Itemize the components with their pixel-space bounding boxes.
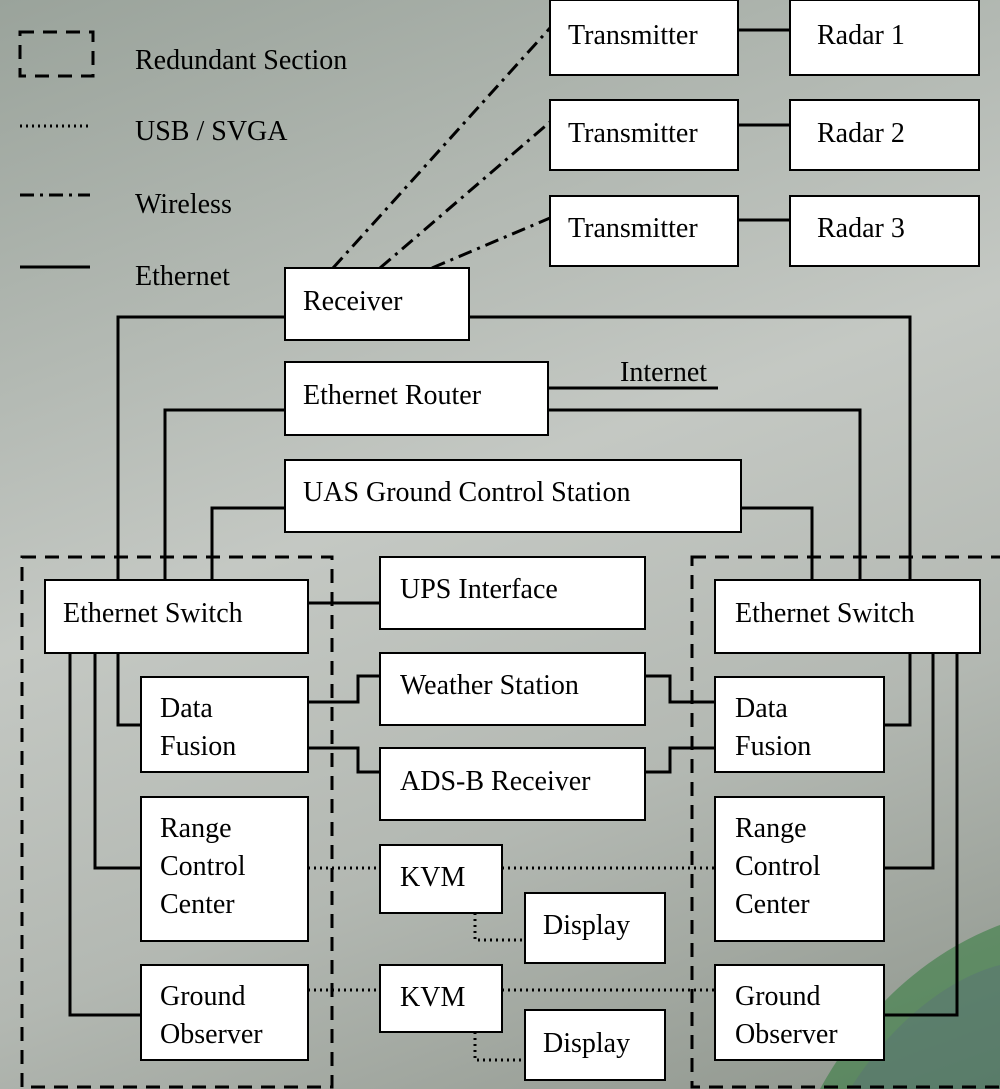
- display-2[interactable]: Display: [524, 1009, 666, 1081]
- ethernet-right-switch-ground-observer: [884, 653, 959, 1017]
- display-1-label: Display: [543, 910, 630, 941]
- adsb-receiver-label: ADS-B Receiver: [400, 766, 591, 797]
- kvm-2[interactable]: KVM: [379, 964, 503, 1033]
- wireless-link-1: [331, 26, 552, 270]
- weather-station-label: Weather Station: [400, 670, 579, 701]
- right-range-control-center-line-3: Center: [735, 889, 810, 920]
- right-data-fusion-line-2: Fusion: [735, 731, 811, 762]
- legend-usb-label: USB / SVGA: [135, 116, 288, 147]
- ethernet-adsb-right-fusion: [645, 746, 715, 774]
- right-range-control-center-label: Range Control Center: [735, 813, 828, 920]
- ethernet-router-left-switch: [163, 408, 285, 580]
- ethernet-adsb-left-fusion: [308, 746, 380, 774]
- ethernet-uas-left-switch: [210, 506, 285, 580]
- right-ground-observer-line-1: Ground: [735, 981, 821, 1012]
- right-ethernet-switch[interactable]: Ethernet Switch: [714, 579, 981, 654]
- ethernet-right-switch-data-fusion: [884, 653, 912, 727]
- transmitter-2[interactable]: Transmitter: [549, 99, 739, 171]
- left-ethernet-switch-label: Ethernet Switch: [63, 598, 243, 629]
- weather-station[interactable]: Weather Station: [379, 652, 646, 726]
- left-range-control-center[interactable]: Range Control Center: [140, 796, 309, 942]
- radar-3-label: Radar 3: [817, 213, 905, 244]
- ups-interface-label: UPS Interface: [400, 574, 558, 605]
- ethernet-left-switch-data-fusion: [116, 653, 141, 727]
- ethernet-right-switch-range-control: [884, 653, 935, 870]
- usb-kvm1-display1: [473, 913, 525, 942]
- left-data-fusion[interactable]: Data Fusion: [140, 676, 309, 773]
- ethernet-router-right-switch: [548, 408, 862, 580]
- ethernet-weather-right-fusion: [645, 674, 715, 704]
- left-data-fusion-line-1: Data: [160, 693, 213, 724]
- radar-3[interactable]: Radar 3: [789, 195, 980, 267]
- left-data-fusion-label: Data Fusion: [160, 693, 236, 762]
- right-range-control-center-line-1: Range: [735, 813, 807, 844]
- receiver[interactable]: Receiver: [284, 267, 470, 341]
- usb-kvm2-display2: [473, 1032, 525, 1062]
- ethernet-receiver-right-switch: [469, 315, 912, 580]
- left-data-fusion-line-2: Fusion: [160, 731, 236, 762]
- legend: Redundant Section USB / SVGA Wireless Et…: [18, 30, 347, 292]
- right-data-fusion-line-1: Data: [735, 693, 788, 724]
- kvm-1[interactable]: KVM: [379, 844, 503, 914]
- uas-ground-control-station[interactable]: UAS Ground Control Station: [284, 459, 742, 533]
- left-ground-observer-line-2: Observer: [160, 1019, 263, 1050]
- left-range-control-center-line-3: Center: [160, 889, 235, 920]
- ups-interface[interactable]: UPS Interface: [379, 556, 646, 630]
- ethernet-uas-right-switch: [741, 506, 814, 580]
- legend-ethernet-label: Ethernet: [135, 261, 230, 292]
- right-ground-observer[interactable]: Ground Observer: [714, 964, 885, 1061]
- transmitter-1-label: Transmitter: [568, 20, 698, 51]
- wireless-link-3: [431, 216, 551, 270]
- adsb-receiver[interactable]: ADS-B Receiver: [379, 747, 646, 821]
- left-ground-observer-line-1: Ground: [160, 981, 246, 1012]
- transmitter-1[interactable]: Transmitter: [549, 0, 739, 76]
- display-1[interactable]: Display: [524, 892, 666, 964]
- ethernet-left-switch-ground-observer: [68, 653, 141, 1017]
- left-range-control-center-label: Range Control Center: [160, 813, 253, 920]
- ethernet-receiver-left-switch: [116, 315, 285, 580]
- right-ground-observer-label: Ground Observer: [735, 981, 838, 1050]
- radar-1[interactable]: Radar 1: [789, 0, 980, 76]
- legend-redundant-swatch: [18, 30, 95, 78]
- transmitter-2-label: Transmitter: [568, 118, 698, 149]
- transmitter-3[interactable]: Transmitter: [549, 195, 739, 267]
- ethernet-router[interactable]: Ethernet Router: [284, 361, 549, 436]
- radar-1-label: Radar 1: [817, 20, 905, 51]
- left-redundant-section: [20, 555, 334, 1089]
- kvm-2-label: KVM: [400, 982, 465, 1013]
- legend-wireless-label: Wireless: [135, 189, 232, 220]
- right-data-fusion-label: Data Fusion: [735, 693, 811, 762]
- left-range-control-center-line-1: Range: [160, 813, 232, 844]
- kvm-1-label: KVM: [400, 862, 465, 893]
- uas-ground-control-station-label: UAS Ground Control Station: [303, 477, 630, 508]
- right-ethernet-switch-label: Ethernet Switch: [735, 598, 915, 629]
- ethernet-weather-left-fusion: [308, 674, 380, 704]
- receiver-label: Receiver: [303, 286, 403, 317]
- radar-2[interactable]: Radar 2: [789, 99, 980, 171]
- radar-2-label: Radar 2: [817, 118, 905, 149]
- transmitter-3-label: Transmitter: [568, 213, 698, 244]
- ethernet-left-switch-range-control: [93, 653, 141, 870]
- connections: [68, 26, 959, 1062]
- wireless-link-2: [379, 120, 551, 270]
- right-redundant-section: [690, 555, 1000, 1089]
- left-range-control-center-line-2: Control: [160, 851, 246, 882]
- right-ground-observer-line-2: Observer: [735, 1019, 838, 1050]
- right-range-control-center[interactable]: Range Control Center: [714, 796, 885, 942]
- legend-redundant-label: Redundant Section: [135, 45, 347, 76]
- display-2-label: Display: [543, 1028, 630, 1059]
- left-ethernet-switch[interactable]: Ethernet Switch: [44, 579, 309, 654]
- right-range-control-center-line-2: Control: [735, 851, 821, 882]
- right-data-fusion[interactable]: Data Fusion: [714, 676, 885, 773]
- left-ground-observer[interactable]: Ground Observer: [140, 964, 309, 1061]
- ethernet-router-label: Ethernet Router: [303, 380, 482, 411]
- internet-label: Internet: [620, 357, 707, 388]
- left-ground-observer-label: Ground Observer: [160, 981, 263, 1050]
